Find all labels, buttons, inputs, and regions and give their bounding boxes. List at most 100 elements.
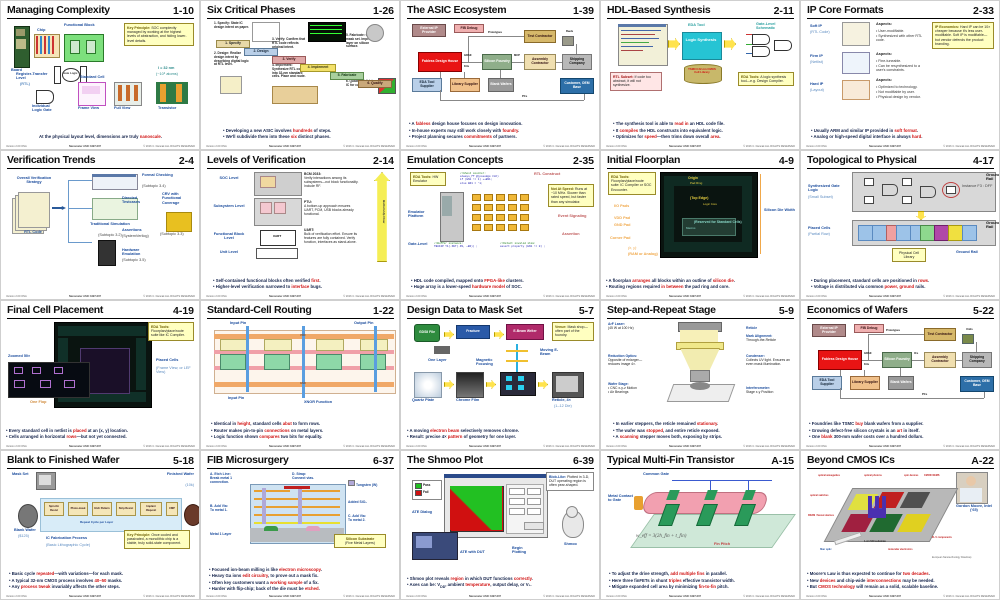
label-hardware-emulation: Hardware Emulation <box>122 248 141 257</box>
text-uart: UART:Bulk of verification effort. Ensure… <box>304 228 358 245</box>
eco-node-foundry[interactable]: Silicon Foundry <box>482 54 512 70</box>
header-rule <box>207 318 394 319</box>
bullet-1: During placement, standard cells are pos… <box>811 278 995 284</box>
footer-right: © 2016 C. Dancak ALL RIGHTS RESERVED <box>143 295 195 298</box>
slide-art: Gordon Moore, Intel ('65) optical wavegu… <box>806 470 995 566</box>
process-step-implant-deposit[interactable]: Implant /Deposit <box>140 502 162 516</box>
phase-step-3[interactable]: 3. Verify <box>272 56 306 64</box>
aspect-item-3a: • Optimized to technology. <box>876 85 918 89</box>
phase-step-5[interactable]: 5. Fabricate <box>330 72 364 80</box>
process-step-cmp[interactable]: CMP <box>166 502 178 516</box>
note-head: Silicon Substrate <box>345 537 375 541</box>
stage-ebeam-writer[interactable]: E-Beam Writer <box>506 324 544 340</box>
process-step-photomask[interactable]: Photo-mask <box>68 502 88 516</box>
eco-node-eda-supplier[interactable]: EDA Tool Supplier <box>812 376 842 390</box>
eco-node-external-ip[interactable]: External IP Provider <box>812 324 846 337</box>
eco-node-fabless[interactable]: Fabless Design House <box>418 52 462 72</box>
header-rule <box>607 318 794 319</box>
aspects-head-1: Aspects: <box>876 22 893 26</box>
eco-node-foundry[interactable]: Silicon Foundry <box>882 352 912 368</box>
eco-node-eda-supplier[interactable]: EDA Tool Supplier <box>412 78 442 92</box>
eco-node-external-ip[interactable]: External IP Provider <box>412 24 446 37</box>
header-rule <box>7 168 194 169</box>
edge-label-gdsii: GDSII <box>864 352 872 355</box>
eco-node-test-contractor[interactable]: Test Contractor <box>524 30 556 43</box>
footer-right: © 2016 C. Dancak ALL RIGHTS RESERVED <box>943 595 995 598</box>
phase-step-1[interactable]: 1. Specify <box>216 40 250 48</box>
phase-step-2[interactable]: 2. Design <box>244 48 278 56</box>
phase-step-4[interactable]: 4. Implement <box>300 64 336 72</box>
bullet-2: We'll subdivide them into these six dist… <box>223 134 395 140</box>
eco-node-library-supplier[interactable]: Library Supplier <box>850 376 880 390</box>
eco-node-library-supplier[interactable]: Library Supplier <box>450 78 480 92</box>
eco-node-assembly[interactable]: Assembly Contractor <box>924 352 956 368</box>
footer-center: Nanometer ASIC 3497-007 <box>868 295 902 298</box>
label-traditional-subtopic: (Subtopic 3.2) <box>98 233 122 237</box>
note-text: Plotted in 3-D, DUT operating region is … <box>549 475 590 488</box>
phase-step-6[interactable]: 6. Qualify <box>358 80 392 88</box>
process-step-spin-on-resist[interactable]: Spin-On Resist <box>44 502 64 516</box>
label-soft-ip: Soft IP <box>810 24 823 28</box>
bullet-1: HDL code compiled, mapped onto FPGA-like… <box>411 278 595 284</box>
process-step-etch-pattern[interactable]: Etch Pattern <box>92 502 112 516</box>
eco-node-assembly[interactable]: Assembly Contractor <box>524 54 556 70</box>
stage-fracture[interactable]: Fracture <box>456 325 490 339</box>
label-xnor-function: XNOR Function <box>304 400 333 404</box>
slide-art: Soft IP (RTL Code) Aspects: • User-modif… <box>806 20 995 116</box>
slide-art: ArF Laser:(45 W at 100 Hz) Reduction Opt… <box>606 320 795 416</box>
process-step-strip-resist[interactable]: Strip Resist <box>116 502 136 516</box>
footer-center: Nanometer ASIC 3497-007 <box>68 145 102 148</box>
footer-right: © 2016 C. Dancak ALL RIGHTS RESERVED <box>943 145 995 148</box>
footer-left: Version 2.00 ONA <box>6 445 27 448</box>
eco-node-shipping[interactable]: Shipping Company <box>962 352 992 368</box>
footer-left: Version 2.00 ONA <box>606 145 627 148</box>
eco-node-fib-debug[interactable]: FIB Debug <box>854 324 884 333</box>
silicon-substrate-note: Silicon Substrate (Five Metal Layers) <box>334 534 386 549</box>
eco-node-customer[interactable]: Customer, OEM Base <box>560 78 594 94</box>
label-frame-view: Frame View <box>78 106 100 110</box>
slide-bullets: Moore's Law is thus expected to continue… <box>807 571 995 590</box>
eco-node-fabless[interactable]: Fabless Design House <box>818 350 862 370</box>
bullet-2: Result: precise 4× pattern of geometry f… <box>407 434 595 440</box>
label-logic-core-sub: Logic Core <box>703 202 717 206</box>
slide-managing-complexity[interactable]: Managing Complexity 1-10 Board Chip Func… <box>0 0 200 150</box>
eco-node-fib-debug[interactable]: FIB Debug <box>454 24 484 33</box>
eco-node-blank-wafers[interactable]: Blank Wafers <box>488 78 514 92</box>
eco-node-test-contractor[interactable]: Test Contractor <box>924 328 956 341</box>
label-input-pin-bottom: Input Pin <box>228 396 245 400</box>
eco-node-customer[interactable]: Customer, OEM Base <box>960 376 994 392</box>
label-uart-block: UART <box>272 234 282 238</box>
bullet-1: In earlier steppers, the reticle remaine… <box>613 421 795 427</box>
eco-node-blank-wafers[interactable]: Blank Wafers <box>888 376 914 390</box>
bullet-3: Often key customers want a working sampl… <box>209 580 395 586</box>
stage-gdsii-file[interactable]: GDSII File <box>414 324 440 342</box>
footer-center: Nanometer ASIC 3497-007 <box>668 445 702 448</box>
slide-number: 1-26 <box>372 5 394 17</box>
label-assertion: Assertion <box>562 232 580 236</box>
label-cell-library: TSMC3 32-nm CMOS Cell Library <box>688 67 716 75</box>
bullet-1: Foundries like TSMC buy blank wafers fro… <box>809 421 995 427</box>
label-magnetic-focusing: Magnetic Focusing <box>476 358 493 367</box>
caption-1: 1. Specify: State IC design intent on pa… <box>214 21 249 29</box>
aspect-item-1a: • User-modifiable. <box>876 29 905 33</box>
eco-node-shipping[interactable]: Shipping Company <box>562 54 592 70</box>
